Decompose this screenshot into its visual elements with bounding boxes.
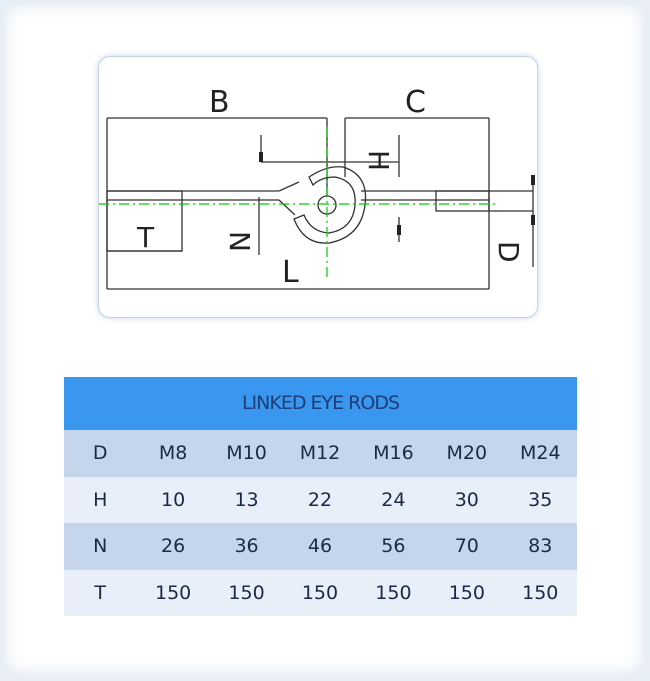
dimension-label-h: H bbox=[362, 150, 395, 171]
table-cell: 36 bbox=[209, 523, 284, 570]
table-cell: 150 bbox=[209, 569, 284, 616]
dimension-label-l: L bbox=[282, 255, 299, 290]
table-cell: 10 bbox=[136, 476, 210, 523]
dimension-label-d: D bbox=[492, 241, 525, 263]
row-key-cell: H bbox=[64, 476, 137, 523]
table-cell: M8 bbox=[136, 430, 210, 477]
dimension-label-c: C bbox=[405, 85, 426, 120]
row-key-cell: T bbox=[64, 569, 137, 616]
table-cell: 13 bbox=[209, 476, 284, 523]
row-key-cell: D bbox=[64, 430, 137, 477]
dimension-label-n: N bbox=[223, 231, 256, 252]
dimension-label-b: B bbox=[209, 85, 230, 120]
table-cell: M12 bbox=[283, 430, 357, 477]
table-cell: 150 bbox=[136, 569, 210, 616]
table-cell: 46 bbox=[283, 523, 357, 570]
table-cell: 150 bbox=[356, 569, 431, 616]
table-cell: 150 bbox=[283, 569, 357, 616]
table-cell: M20 bbox=[430, 430, 504, 477]
table-cell: M16 bbox=[356, 430, 431, 477]
table-cell: 56 bbox=[356, 523, 431, 570]
table-cell: 83 bbox=[503, 523, 577, 570]
table-title: LINKED EYE RODS bbox=[64, 377, 577, 430]
table-cell: 24 bbox=[356, 476, 431, 523]
eye-rod-technical-drawing: B C T L H N D bbox=[99, 85, 535, 290]
dimension-label-t: T bbox=[136, 221, 155, 254]
table-cell: M24 bbox=[503, 430, 577, 477]
table-cell: 22 bbox=[283, 476, 357, 523]
table-cell: 150 bbox=[503, 569, 577, 616]
table-cell: 26 bbox=[136, 523, 210, 570]
table-cell: 35 bbox=[503, 476, 577, 523]
table-cell: M10 bbox=[209, 430, 284, 477]
table-cell: 30 bbox=[430, 476, 504, 523]
technical-drawing-card: B C T L H N D bbox=[98, 56, 538, 318]
table-cell: 150 bbox=[430, 569, 504, 616]
row-key-cell: N bbox=[64, 523, 137, 570]
table-cell: 70 bbox=[430, 523, 504, 570]
